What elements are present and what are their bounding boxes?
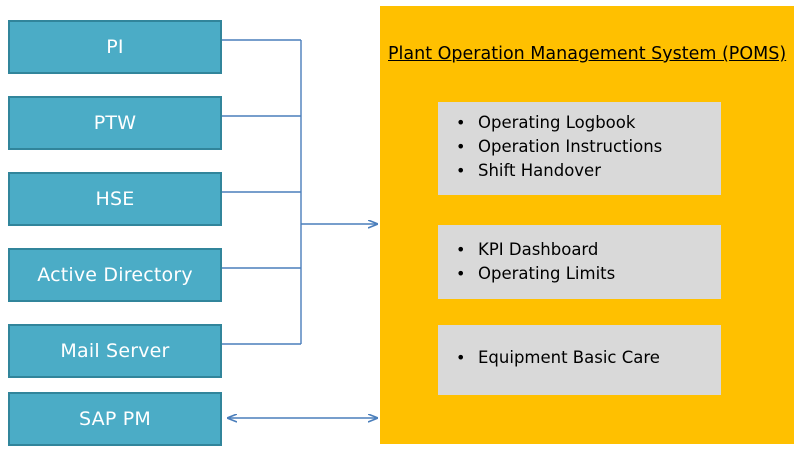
module-box-maintenance[interactable]: Equipment Basic Care	[438, 325, 721, 395]
source-box-hse[interactable]: HSE	[8, 172, 222, 226]
source-box-ptw[interactable]: PTW	[8, 96, 222, 150]
poms-title: Plant Operation Management System (POMS)	[388, 44, 787, 64]
source-box-mail-server[interactable]: Mail Server	[8, 324, 222, 378]
module-list-item: Equipment Basic Care	[438, 346, 721, 370]
source-box-active-directory[interactable]: Active Directory	[8, 248, 222, 302]
source-box-sap-pm[interactable]: SAP PM	[8, 392, 222, 446]
module-list: Operating Logbook Operation Instructions…	[438, 111, 721, 183]
module-list: Equipment Basic Care	[438, 334, 721, 370]
module-box-operations[interactable]: Operating Logbook Operation Instructions…	[438, 102, 721, 195]
module-list-item: KPI Dashboard	[438, 238, 721, 262]
module-list-item: Operation Instructions	[438, 135, 721, 159]
module-list: KPI Dashboard Operating Limits	[438, 234, 721, 286]
source-box-label: PTW	[93, 111, 137, 134]
source-box-label: PI	[106, 35, 124, 58]
module-list-item: Operating Logbook	[438, 111, 721, 135]
module-box-performance[interactable]: KPI Dashboard Operating Limits	[438, 225, 721, 299]
source-box-label: SAP PM	[79, 407, 151, 430]
poms-panel: Plant Operation Management System (POMS)…	[380, 6, 794, 444]
module-list-item: Shift Handover	[438, 159, 721, 183]
source-box-label: Active Directory	[37, 263, 193, 286]
source-stub-lines	[222, 39, 301, 345]
source-box-pi[interactable]: PI	[8, 20, 222, 74]
source-box-label: HSE	[95, 187, 135, 210]
module-list-item: Operating Limits	[438, 262, 721, 286]
source-box-label: Mail Server	[60, 339, 170, 362]
